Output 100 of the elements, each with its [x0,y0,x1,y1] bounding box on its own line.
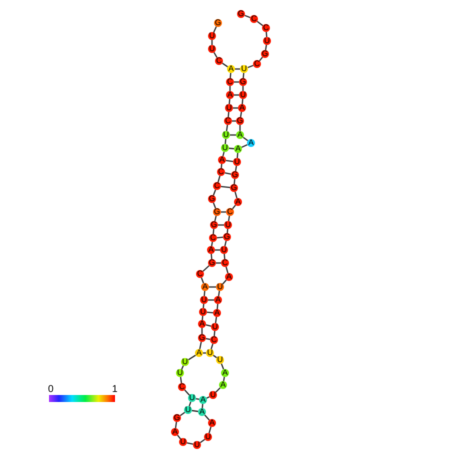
connector-line [222,62,228,68]
connector-line [218,290,220,296]
nucleotide-circle: C [224,117,232,125]
connector-line [206,338,210,340]
nucleotide-circle: A [238,104,246,112]
nucleotide-circle: U [181,358,189,366]
connector-line [200,438,206,444]
connector-line [214,316,218,324]
connector-line [216,236,224,238]
nucleotide-circle: A [247,139,255,147]
nucleotide-circle: G [237,10,245,18]
connector-line [202,304,204,308]
nucleotide-circle: U [240,65,248,73]
connector-line [224,138,226,144]
connector-line [234,178,236,184]
connector-line [228,98,230,104]
connector-line [230,72,232,78]
nucleotide-circle: A [236,131,244,139]
connector-line [264,44,268,50]
connector-line [220,164,222,168]
nucleotide-circle: A [221,369,229,377]
connector-line [228,112,230,118]
connector-line [228,216,230,222]
connector-line [213,52,218,58]
connector-line [234,166,238,172]
nucleotide-circle: A [213,309,221,317]
connector-line [212,228,214,234]
connector-line [196,398,200,400]
connector-line [210,254,212,260]
nucleotide-circle: C [210,336,218,344]
nucleotide-circle: A [198,408,206,416]
nucleotide-circle: G [231,171,239,179]
nucleotide-circle: U [233,158,241,166]
connector-line [228,148,234,150]
connector-line [240,112,242,118]
nucleotide-circle: A [198,320,206,328]
connector-line [241,144,248,148]
connector-line [225,266,229,274]
nucleotide-circle: U [216,356,224,364]
nucleotide-circle: C [217,168,225,176]
connector-line [212,202,216,208]
connector-line [204,290,206,296]
connector-line [242,72,244,78]
nucleotide-circle: G [213,208,221,216]
connector-line [174,422,178,428]
connector-line [181,365,184,370]
connector-line [220,364,224,370]
nucleotide-circle: A [201,283,209,291]
nucleotide-circle: A [171,428,179,436]
nucleotide-circle: G [198,334,206,342]
connector-line [226,228,228,234]
nucleotide-circle: U [222,131,230,139]
nucleotide-circle: U [208,32,216,40]
nucleotide-circle: G [173,414,181,422]
nucleotide-circle: A [225,273,233,281]
nucleotide-circle: U [208,45,216,53]
nucleotide-circle: G [236,117,244,125]
nucleotide-circle: A [226,91,234,99]
connector-line [220,186,230,188]
connector-line [217,176,221,182]
nucleotide-circle: U [176,369,184,377]
connector-line [242,136,248,142]
connector-line [200,278,204,284]
nucleotide-circle: G [214,19,222,27]
connector-line [210,344,214,350]
nucleotide-circle: U [179,438,187,446]
connector-line [202,316,204,320]
nucleotide-circle: C [209,234,217,242]
nucleotide-circle: C [250,15,258,23]
connector-line [226,124,228,132]
connector-line [180,412,186,416]
connector-line [212,354,218,358]
nucleotide-circle: U [193,441,201,449]
nucleotide-circle: A [219,381,227,389]
nucleotide-circle: G [230,184,238,192]
nucleotide-circle: A [218,156,226,164]
connector-line [248,64,254,68]
nucleotide-circle: A [207,246,215,254]
connector-line [224,254,226,260]
nucleotide-circle: U [209,391,217,399]
connector-line [224,172,232,175]
connector-line [208,426,212,434]
nucleotide-circle: G [223,233,231,241]
connector-line [223,376,225,382]
nucleotide-circle: C [226,78,234,86]
connector-line [214,330,216,336]
nucleotide-circle: C [262,24,270,32]
connector-line [266,32,268,38]
nucleotide-circle: U [224,221,232,229]
nucleotide-circle: A [208,419,216,427]
connector-line [236,152,238,158]
nucleotide-circle: C [253,60,261,68]
nucleotide-circle: G [239,78,247,86]
nucleotide-circle: U [239,91,247,99]
nucleotide-circle: G [261,50,269,58]
nucleotide-circle: A [227,65,235,73]
connector-line [224,240,227,246]
nucleotide-circle: U [184,406,192,414]
nucleotide-circle: U [206,349,214,357]
connector-line [206,312,214,314]
